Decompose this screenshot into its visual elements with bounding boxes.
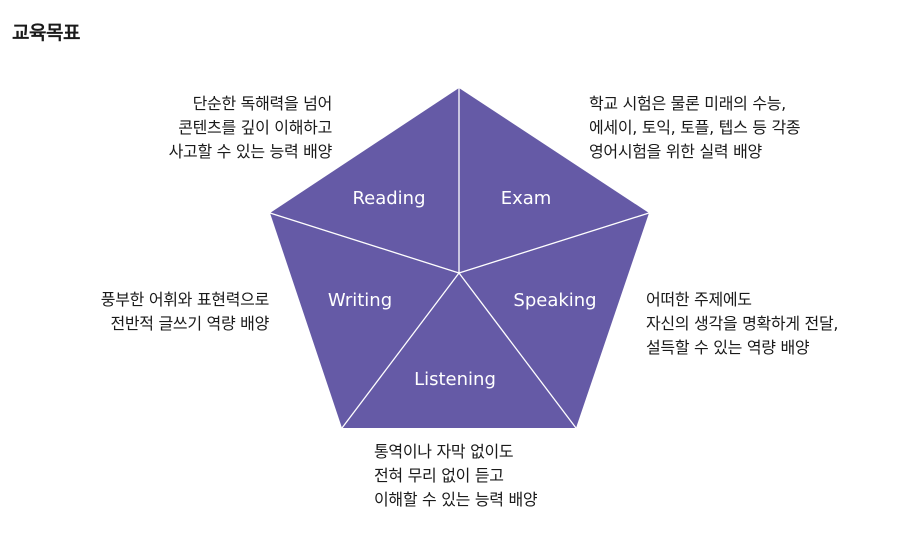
writing-description-line: 전반적 글쓰기 역량 배양: [110, 314, 269, 333]
speaking-description-line: 설득할 수 있는 역량 배양: [646, 338, 810, 357]
reading-description: 단순한 독해력을 넘어 콘텐츠를 깊이 이해하고 사고할 수 있는 능력 배양: [168, 92, 333, 164]
writing-description: 풍부한 어휘와 표현력으로 전반적 글쓰기 역량 배양: [100, 288, 270, 336]
speaking-description-line: 자신의 생각을 명확하게 전달,: [646, 314, 839, 333]
segment-listening-label: Listening: [414, 369, 496, 390]
exam-description: 학교 시험은 물론 미래의 수능, 에세이, 토익, 토플, 텝스 등 각종 영…: [589, 92, 801, 164]
reading-description-line: 콘텐츠를 깊이 이해하고: [178, 118, 332, 137]
exam-description-line: 영어시험을 위한 실력 배양: [589, 142, 762, 161]
listening-description-line: 통역이나 자막 없이도: [374, 442, 514, 461]
reading-description-line: 단순한 독해력을 넘어: [192, 94, 333, 113]
speaking-description-line: 어떠한 주제에도: [646, 290, 752, 309]
exam-description-line: 학교 시험은 물론 미래의 수능,: [589, 94, 786, 113]
reading-description-line: 사고할 수 있는 능력 배양: [168, 142, 333, 161]
exam-description-line: 에세이, 토익, 토플, 텝스 등 각종: [589, 118, 801, 137]
segment-exam-label: Exam: [501, 188, 552, 209]
segment-writing-label: Writing: [328, 290, 392, 311]
writing-description-line: 풍부한 어휘와 표현력으로: [100, 290, 270, 309]
listening-description: 통역이나 자막 없이도 전혀 무리 없이 듣고 이해할 수 있는 능력 배양: [374, 440, 538, 512]
pentagon-dividers: [269, 88, 650, 429]
segment-speaking-label: Speaking: [513, 290, 596, 311]
listening-description-line: 전혀 무리 없이 듣고: [374, 466, 504, 485]
page-title: 교육목표: [12, 22, 80, 44]
segment-reading-label: Reading: [352, 188, 425, 209]
speaking-description: 어떠한 주제에도 자신의 생각을 명확하게 전달, 설득할 수 있는 역량 배양: [646, 288, 838, 360]
listening-description-line: 이해할 수 있는 능력 배양: [374, 490, 538, 509]
